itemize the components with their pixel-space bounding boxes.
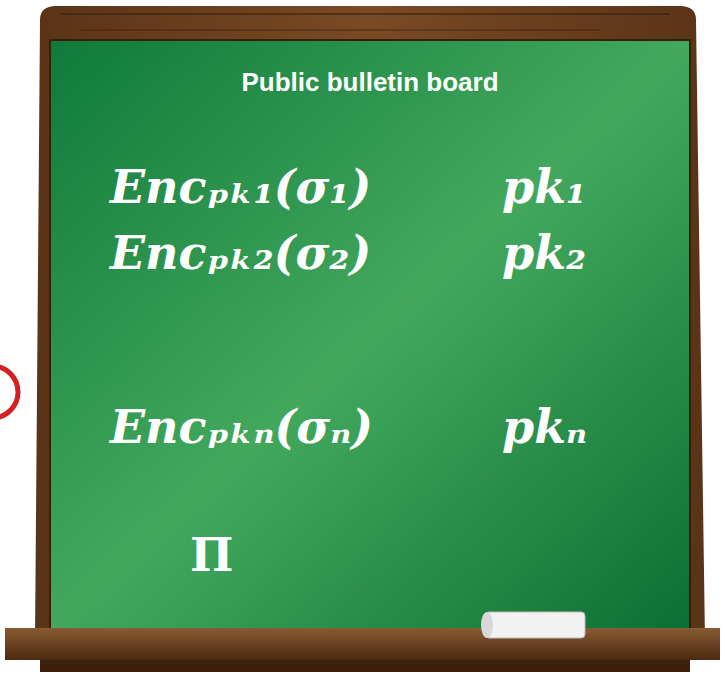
chalk-tray (5, 628, 720, 660)
ciphertext: Encₚₖ₁(σ₁) (110, 162, 371, 213)
green-board (50, 40, 690, 630)
ciphertext: Encₚₖ₂(σ₂) (110, 228, 371, 279)
public-key: pk₂ (502, 228, 586, 279)
public-key: pkₙ (502, 402, 587, 453)
chalk-end (481, 612, 493, 638)
proof-symbol: Π (190, 530, 233, 581)
red-circle (0, 366, 18, 418)
tray-shadow (40, 660, 690, 672)
wood-frame (35, 6, 705, 640)
bulletin-board: Public bulletin boardEncₚₖ₁(σ₁) pk₁ Encₚₖ₂… (50, 40, 690, 630)
public-key: pk₁ (502, 162, 586, 213)
chalk (485, 612, 585, 638)
board-title: Public bulletin board (241, 68, 498, 97)
ciphertext: Encₚₖₙ(σₙ) (110, 402, 373, 453)
